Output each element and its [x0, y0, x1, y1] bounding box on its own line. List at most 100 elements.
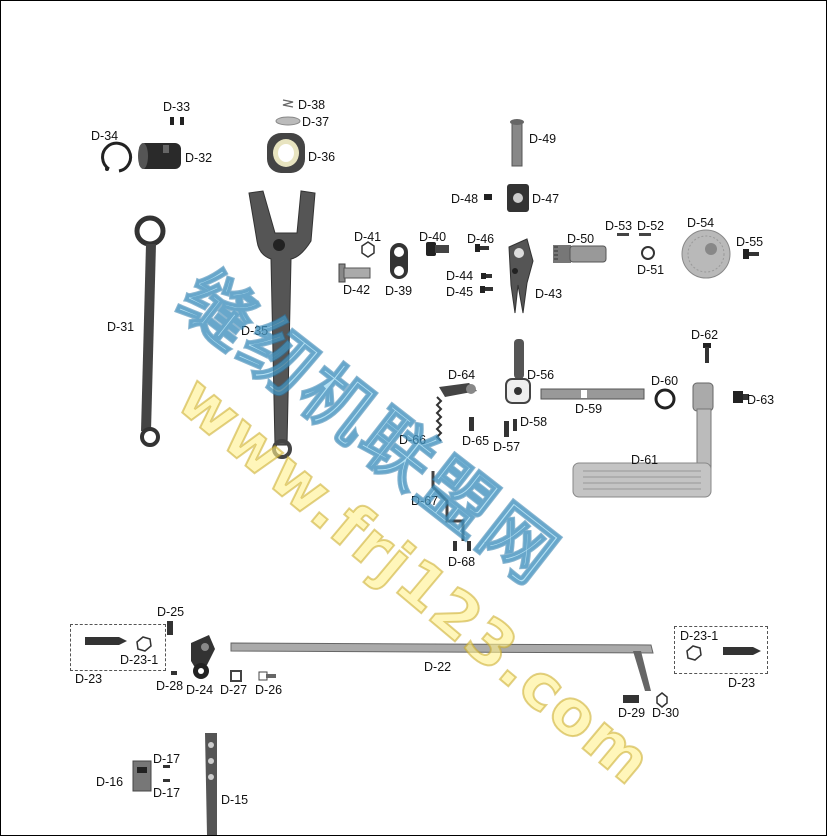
connecting-rod-d31 [134, 215, 166, 447]
bracket-d64 [439, 383, 477, 397]
pin-d23-left [85, 637, 127, 645]
label-d15: D-15 [221, 793, 249, 807]
block-d47 [507, 184, 529, 212]
screw-d29 [623, 695, 639, 703]
label-d42: D-42 [343, 283, 371, 297]
forked-arm-d43 [508, 238, 534, 314]
label-d28: D-28 [156, 679, 184, 693]
label-d30: D-30 [652, 706, 680, 720]
collar-d32 [138, 143, 181, 169]
label-d25: D-25 [157, 605, 185, 619]
knee-lever-d61 [572, 382, 714, 498]
stud-d42 [338, 263, 371, 283]
label-d61: D-61 [631, 453, 659, 467]
spring-clip-d38 [282, 99, 294, 108]
label-d53: D-53 [605, 219, 633, 233]
screw-d62 [703, 343, 711, 363]
label-d47: D-47 [532, 192, 560, 206]
threaded-shaft-d50 [553, 245, 607, 263]
gear-d54 [681, 229, 731, 279]
label-d37: D-37 [302, 115, 330, 129]
shaft-d59 [540, 388, 645, 400]
retaining-ring-d34 [101, 141, 133, 173]
rod-d15 [205, 733, 217, 835]
bushing-d36 [267, 133, 305, 173]
label-d64: D-64 [448, 368, 476, 382]
screw-d48 [484, 194, 492, 200]
screw-d25 [167, 621, 173, 635]
label-d57: D-57 [493, 440, 521, 454]
screws-d44-d45 [480, 273, 493, 293]
set-screws-d33 [170, 117, 184, 125]
label-d34: D-34 [91, 129, 119, 143]
label-d23-left: D-23 [75, 672, 103, 686]
label-d22: D-22 [424, 660, 452, 674]
label-d49: D-49 [529, 132, 557, 146]
label-d27: D-27 [220, 683, 248, 697]
pins-d53-d52 [617, 233, 651, 236]
label-d63: D-63 [747, 393, 775, 407]
nut-d23-1-right [686, 645, 702, 661]
label-d32: D-32 [185, 151, 213, 165]
label-d40: D-40 [419, 230, 447, 244]
link-d39 [390, 243, 408, 279]
label-d58: D-58 [520, 415, 548, 429]
pin-d23-right [723, 647, 761, 655]
screw-d63 [733, 391, 749, 403]
screw-d28 [171, 671, 177, 675]
ring-d60 [654, 388, 676, 410]
screw-d46 [475, 244, 489, 252]
label-d41: D-41 [354, 230, 382, 244]
main-shaft-d22 [230, 642, 654, 691]
label-d68: D-68 [448, 555, 476, 569]
spring-d66 [435, 396, 443, 442]
label-d56: D-56 [527, 368, 555, 382]
screw-d55 [743, 249, 759, 259]
screws-d65-d58-d57 [469, 417, 517, 437]
label-d38: D-38 [298, 98, 326, 112]
label-d60: D-60 [651, 374, 679, 388]
label-d31: D-31 [107, 320, 135, 334]
label-d23-1-right: D-23-1 [680, 629, 719, 643]
crank-d24 [191, 635, 215, 679]
label-d23-right: D-23 [728, 676, 756, 690]
label-d39: D-39 [385, 284, 413, 298]
label-d36: D-36 [308, 150, 336, 164]
label-d23-1-left: D-23-1 [120, 653, 159, 667]
label-d17-bottom: D-17 [153, 786, 181, 800]
fork-lever-d35 [248, 190, 316, 459]
label-d44: D-44 [446, 269, 474, 283]
nut-d23-1-left [136, 636, 152, 652]
block-d27 [230, 670, 242, 682]
label-d62: D-62 [691, 328, 719, 342]
crank-d56 [505, 339, 531, 404]
label-d33: D-33 [163, 100, 191, 114]
label-d54: D-54 [687, 216, 715, 230]
screws-d17 [163, 765, 170, 782]
pin-d49 [510, 119, 524, 167]
label-d35: D-35 [241, 324, 269, 338]
group-box-right [674, 626, 768, 674]
label-d43: D-43 [535, 287, 563, 301]
label-d45: D-45 [446, 285, 474, 299]
label-d16: D-16 [96, 775, 124, 789]
group-box-left [70, 624, 166, 671]
rod-d67 [431, 471, 465, 541]
label-d17-top: D-17 [153, 752, 181, 766]
label-d65: D-65 [462, 434, 490, 448]
nut-d30 [656, 692, 668, 708]
screw-d26 [258, 671, 276, 681]
label-d67: D-67 [411, 494, 439, 508]
label-d51: D-51 [637, 263, 665, 277]
screws-d68 [453, 541, 471, 551]
felt-d37 [275, 116, 301, 126]
label-d59: D-59 [575, 402, 603, 416]
label-d26: D-26 [255, 683, 283, 697]
label-d29: D-29 [618, 706, 646, 720]
washer-d51 [641, 246, 655, 260]
label-d48: D-48 [451, 192, 479, 206]
label-d55: D-55 [736, 235, 764, 249]
label-d66: D-66 [399, 433, 427, 447]
